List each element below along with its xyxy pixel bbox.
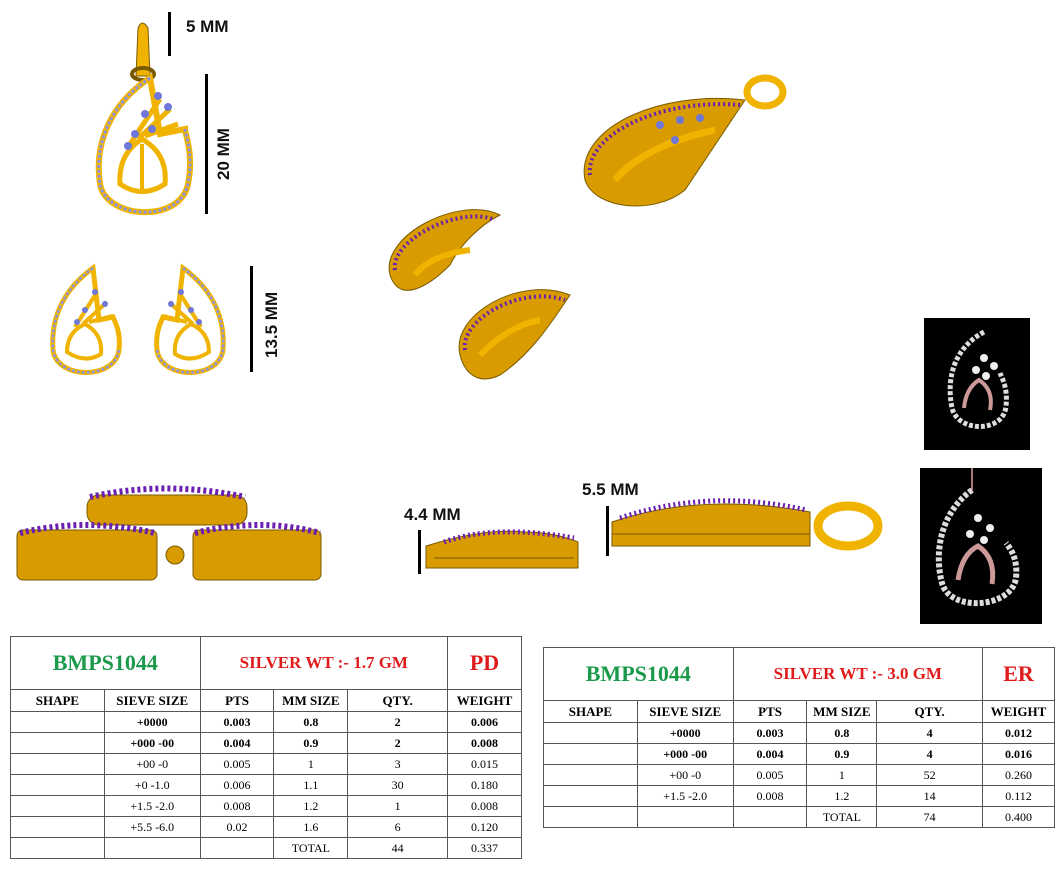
pendant-perspective-view bbox=[583, 74, 787, 207]
pendant-diamond-table: BMPS1044 SILVER WT :- 1.7 GM PD SHAPE SI… bbox=[10, 636, 522, 859]
earring-side-profile bbox=[425, 529, 579, 569]
earrings-perspective-view bbox=[388, 209, 571, 380]
col-sieve-size: SIEVE SIZE bbox=[103, 689, 201, 712]
col-mm-size: MM SIZE bbox=[806, 700, 878, 723]
col-weight: WEIGHT bbox=[447, 689, 522, 712]
col-weight: WEIGHT bbox=[982, 700, 1055, 723]
table-code: BMPS1044 bbox=[543, 647, 734, 701]
bail-dimension-label: 5 MM bbox=[186, 17, 229, 36]
pendant-photo-front bbox=[924, 318, 1030, 450]
table-code: BMPS1044 bbox=[10, 636, 201, 690]
table-kind: PD bbox=[447, 636, 522, 690]
earring-height-label: 13.5 MM bbox=[262, 291, 281, 358]
table-silver-weight: SILVER WT :- 3.0 GM bbox=[732, 647, 984, 701]
earring-height-line bbox=[250, 266, 253, 372]
col-pts: PTS bbox=[199, 689, 275, 712]
earring-diamond-table: BMPS1044 SILVER WT :- 3.0 GM ER SHAPE SI… bbox=[543, 647, 1055, 828]
bail-dimension-line bbox=[168, 12, 171, 56]
pendant-height-line bbox=[205, 74, 208, 214]
pendant-depth-label: 5.5 MM bbox=[582, 480, 639, 499]
earrings-front-view bbox=[50, 263, 245, 382]
col-qty: QTY. bbox=[876, 700, 984, 723]
col-qty: QTY. bbox=[347, 689, 449, 712]
pendant-side-profile bbox=[611, 498, 883, 551]
col-shape: SHAPE bbox=[10, 689, 105, 712]
table-total-row: TOTAL 44 0.337 bbox=[10, 837, 522, 859]
earrings-side-view bbox=[16, 485, 322, 581]
table-silver-weight: SILVER WT :- 1.7 GM bbox=[199, 636, 449, 690]
col-sieve-size: SIEVE SIZE bbox=[636, 700, 734, 723]
table-total-row: TOTAL 74 0.400 bbox=[543, 806, 1055, 828]
col-mm-size: MM SIZE bbox=[273, 689, 349, 712]
pendant-front-view bbox=[95, 22, 194, 216]
earring-depth-line bbox=[418, 530, 421, 574]
col-pts: PTS bbox=[732, 700, 808, 723]
col-shape: SHAPE bbox=[543, 700, 638, 723]
pendant-photo-angle bbox=[920, 468, 1042, 624]
table-kind: ER bbox=[982, 647, 1055, 701]
earring-depth-label: 4.4 MM bbox=[404, 505, 461, 524]
pendant-depth-line bbox=[606, 506, 609, 556]
pendant-height-label: 20 MM bbox=[214, 128, 233, 180]
